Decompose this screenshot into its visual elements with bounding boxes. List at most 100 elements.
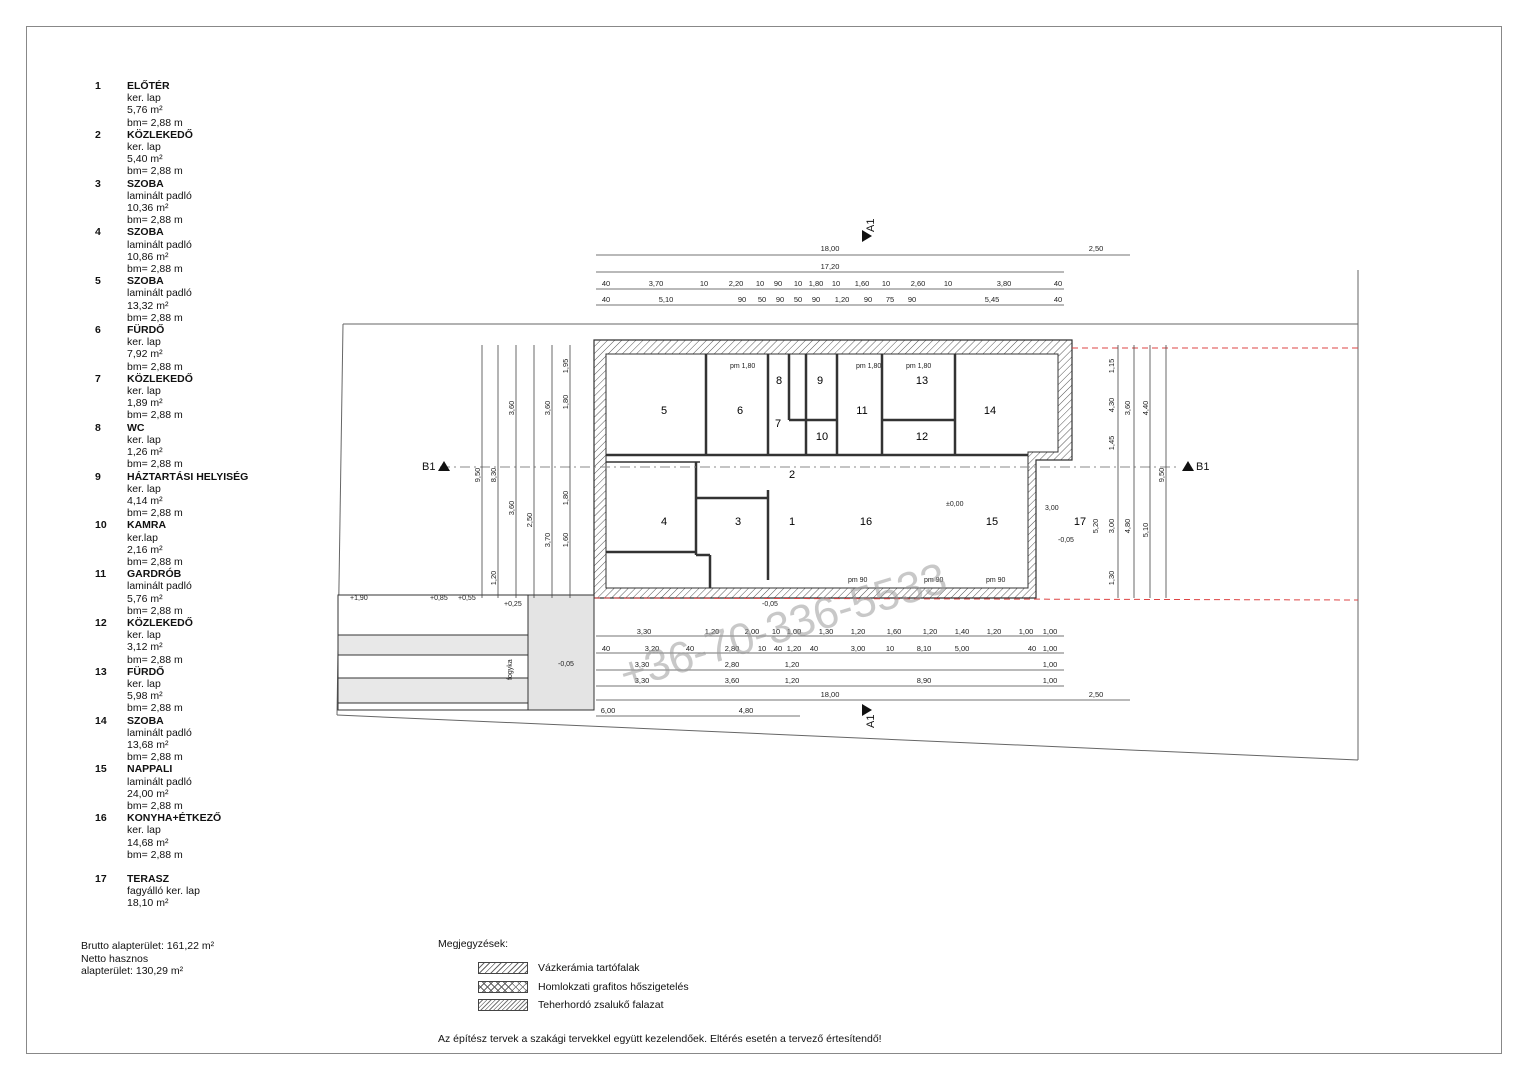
svg-text:2,80: 2,80	[725, 644, 740, 653]
legend-room-number: 15	[95, 763, 107, 776]
legend-room-detail: ker. lap	[127, 433, 161, 446]
svg-text:1,20: 1,20	[851, 627, 866, 636]
svg-text:pm 1,80: pm 1,80	[856, 363, 881, 370]
legend-room-detail: 3,12 m²	[127, 641, 163, 654]
legend-room-name: SZOBA	[127, 275, 164, 288]
netto-area-line2: alapterület: 130,29 m²	[81, 965, 184, 977]
legend-room-detail: ker. lap	[127, 141, 161, 154]
room-number-13: 13	[916, 375, 928, 387]
legend-room-detail: laminált padló	[127, 775, 192, 788]
legend-room-detail: ker. lap	[127, 629, 161, 642]
right-dimensions	[1117, 345, 1167, 598]
room-number-17: 17	[1074, 516, 1086, 528]
svg-text:50: 50	[758, 295, 766, 304]
svg-text:1,00: 1,00	[1043, 627, 1058, 636]
legend-room-name: SZOBA	[127, 226, 164, 239]
legend-room-number: 8	[95, 421, 101, 434]
legend-room-number: 4	[95, 226, 101, 239]
legend-room-detail: ker.lap	[127, 531, 158, 544]
svg-text:1,80: 1,80	[809, 279, 824, 288]
legend-room-detail: ker. lap	[127, 92, 161, 105]
svg-text:1,20: 1,20	[787, 644, 802, 653]
drawing-frame	[26, 26, 1502, 1054]
svg-text:-0,05: -0,05	[558, 661, 574, 668]
section-markers: A1 A1 B1 B1	[422, 219, 1209, 728]
legend-room-detail: laminált padló	[127, 580, 192, 593]
note-item-masonry: Vázkerámia tartófalak	[478, 962, 640, 976]
svg-text:1,00: 1,00	[1043, 660, 1058, 669]
legend-room-detail: ker. lap	[127, 482, 161, 495]
legend-room-detail: 2,16 m²	[127, 543, 163, 556]
svg-text:1,00: 1,00	[1043, 676, 1058, 685]
legend-room-detail: bm= 2,88 m	[127, 751, 183, 764]
svg-text:5,10: 5,10	[1141, 523, 1150, 538]
svg-text:3,60: 3,60	[507, 401, 516, 416]
level-label: ±0,00	[946, 501, 964, 508]
svg-text:1,80: 1,80	[561, 491, 570, 506]
svg-text:1,60: 1,60	[855, 279, 870, 288]
legend-room-detail: bm= 2,88 m	[127, 799, 183, 812]
legend-room-detail: bm= 2,88 m	[127, 458, 183, 471]
legend-room-detail: 10,36 m²	[127, 202, 169, 215]
svg-text:1,80: 1,80	[561, 395, 570, 410]
svg-text:10: 10	[756, 279, 764, 288]
interior	[605, 353, 1059, 589]
svg-text:1,20: 1,20	[923, 627, 938, 636]
svg-text:90: 90	[908, 295, 916, 304]
room-number-11: 11	[856, 405, 867, 417]
legend-room-detail: laminált padló	[127, 726, 192, 739]
svg-text:pm 1,80: pm 1,80	[906, 363, 931, 370]
legend-room-name: HÁZTARTÁSI HELYISÉG	[127, 470, 249, 483]
room-number-5: 5	[661, 405, 667, 417]
legend-room-name: KAMRA	[127, 519, 167, 532]
legend-room-detail: 13,32 m²	[127, 299, 169, 312]
legend-room-number: 11	[95, 568, 107, 581]
legend-room-detail: bm= 2,88 m	[127, 214, 183, 227]
section-marker-a-bottom: A1	[865, 715, 877, 728]
top-dimensions	[596, 254, 1130, 306]
room-number-14: 14	[984, 405, 996, 417]
svg-text:9,50: 9,50	[1157, 468, 1166, 483]
footer-note: Az építész tervek a szakági tervekkel eg…	[438, 1033, 882, 1045]
section-marker-a-top: A1	[865, 219, 877, 232]
legend-room-name: WC	[127, 421, 145, 434]
svg-text:3,60: 3,60	[507, 501, 516, 516]
legend-room-detail: bm= 2,88 m	[127, 555, 183, 568]
legend-room-name: SZOBA	[127, 714, 164, 727]
svg-text:pm 1,80: pm 1,80	[730, 363, 755, 370]
svg-text:-0,05: -0,05	[762, 601, 778, 608]
entrance-steps	[337, 594, 595, 711]
legend-room-detail: 24,00 m²	[127, 787, 169, 800]
svg-text:3,70: 3,70	[543, 533, 552, 548]
svg-text:5,00: 5,00	[955, 644, 970, 653]
interior-walls	[606, 354, 1028, 588]
room-number-9: 9	[817, 375, 823, 387]
legend-room-name: FÜRDŐ	[127, 665, 165, 678]
legend-room-name: KONYHA+ÉTKEZŐ	[127, 812, 222, 825]
svg-text:4,80: 4,80	[739, 706, 754, 715]
legend-room-detail: bm= 2,88 m	[127, 604, 183, 617]
svg-text:6,00: 6,00	[601, 706, 616, 715]
svg-text:1,30: 1,30	[1107, 571, 1116, 586]
svg-text:1,00: 1,00	[787, 627, 802, 636]
svg-text:+0,55: +0,55	[458, 595, 476, 602]
legend-room-detail: bm= 2,88 m	[127, 311, 183, 324]
svg-text:9,50: 9,50	[473, 468, 482, 483]
legend-room-number: 12	[95, 616, 107, 629]
svg-text:+0,25: +0,25	[504, 601, 522, 608]
svg-text:1,45: 1,45	[1107, 436, 1116, 451]
legend-room-name: ELŐTÉR	[127, 80, 170, 92]
svg-text:10: 10	[794, 279, 802, 288]
legend-room-detail: bm= 2,88 m	[127, 507, 183, 520]
svg-text:2,50: 2,50	[525, 513, 534, 528]
legend-room-detail: bm= 2,88 m	[127, 165, 183, 178]
legend-room-detail: laminált padló	[127, 189, 192, 202]
